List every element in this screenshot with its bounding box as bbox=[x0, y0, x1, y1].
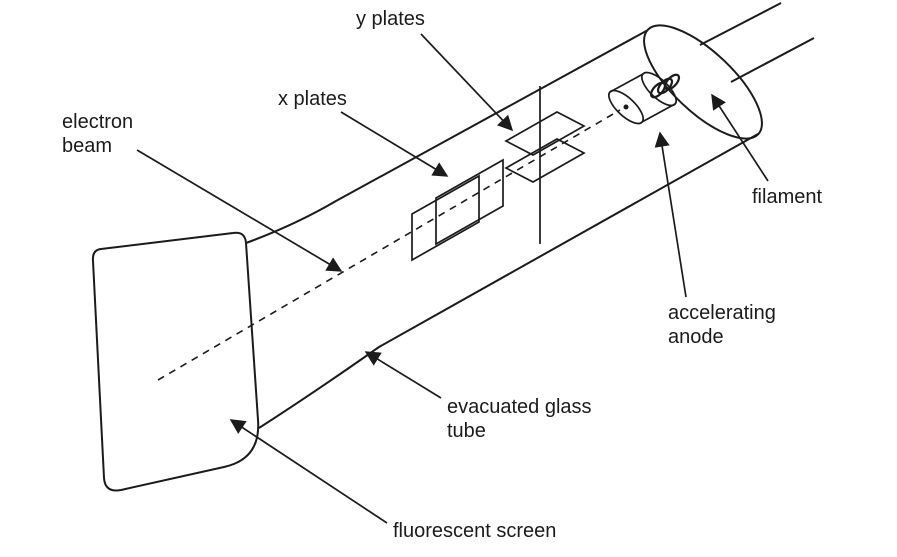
label-y-plates: y plates bbox=[356, 8, 425, 30]
y-plates-leader-arrow bbox=[420, 33, 514, 132]
lead-wire-lower bbox=[730, 37, 815, 83]
electron-gun bbox=[608, 71, 681, 125]
tube-end-cap bbox=[643, 24, 763, 140]
y-plate-top bbox=[504, 111, 586, 156]
label-x-plates: x plates bbox=[278, 88, 347, 110]
x-plate-near bbox=[411, 174, 480, 262]
labels: y plates x plates electron beam filament… bbox=[62, 8, 822, 542]
x-plate-far bbox=[435, 158, 504, 246]
fluorescent-screen-leader-arrow bbox=[229, 419, 388, 524]
filament-coil bbox=[649, 73, 681, 99]
label-evacuated-glass-tube-line2: tube bbox=[447, 420, 486, 442]
electron-beam-leader-arrow bbox=[136, 149, 343, 272]
lead-wire-upper bbox=[699, 2, 782, 46]
x-plates-leader-arrow bbox=[340, 111, 449, 177]
label-electron-beam-line2: beam bbox=[62, 135, 112, 157]
label-evacuated-glass-tube-line1: evacuated glass bbox=[447, 396, 592, 418]
label-accelerating-anode-line2: anode bbox=[668, 326, 724, 348]
electron-beam-path bbox=[157, 109, 621, 381]
anode-aperture bbox=[623, 104, 629, 110]
label-fluorescent-screen: fluorescent screen bbox=[393, 520, 556, 542]
label-filament: filament bbox=[752, 186, 822, 208]
accelerating-anode-leader-arrow bbox=[654, 131, 687, 298]
y-plates bbox=[504, 86, 586, 244]
label-accelerating-anode-line1: accelerating bbox=[668, 302, 776, 324]
filament-leader-arrow bbox=[711, 93, 769, 182]
funnel-upper-wall bbox=[245, 29, 649, 244]
accelerating-anode-lower-wall bbox=[641, 103, 676, 123]
fluorescent-screen-face bbox=[91, 231, 260, 492]
y-plate-bottom bbox=[504, 138, 586, 183]
x-plates bbox=[411, 158, 504, 262]
evacuated-glass-tube bbox=[91, 2, 815, 492]
leader-lines bbox=[136, 33, 769, 524]
filament-coil-loop bbox=[663, 73, 681, 91]
label-electron-beam-line1: electron bbox=[62, 111, 133, 133]
accelerating-anode-upper-wall bbox=[609, 73, 644, 93]
evacuated-tube-leader-arrow bbox=[364, 351, 442, 399]
